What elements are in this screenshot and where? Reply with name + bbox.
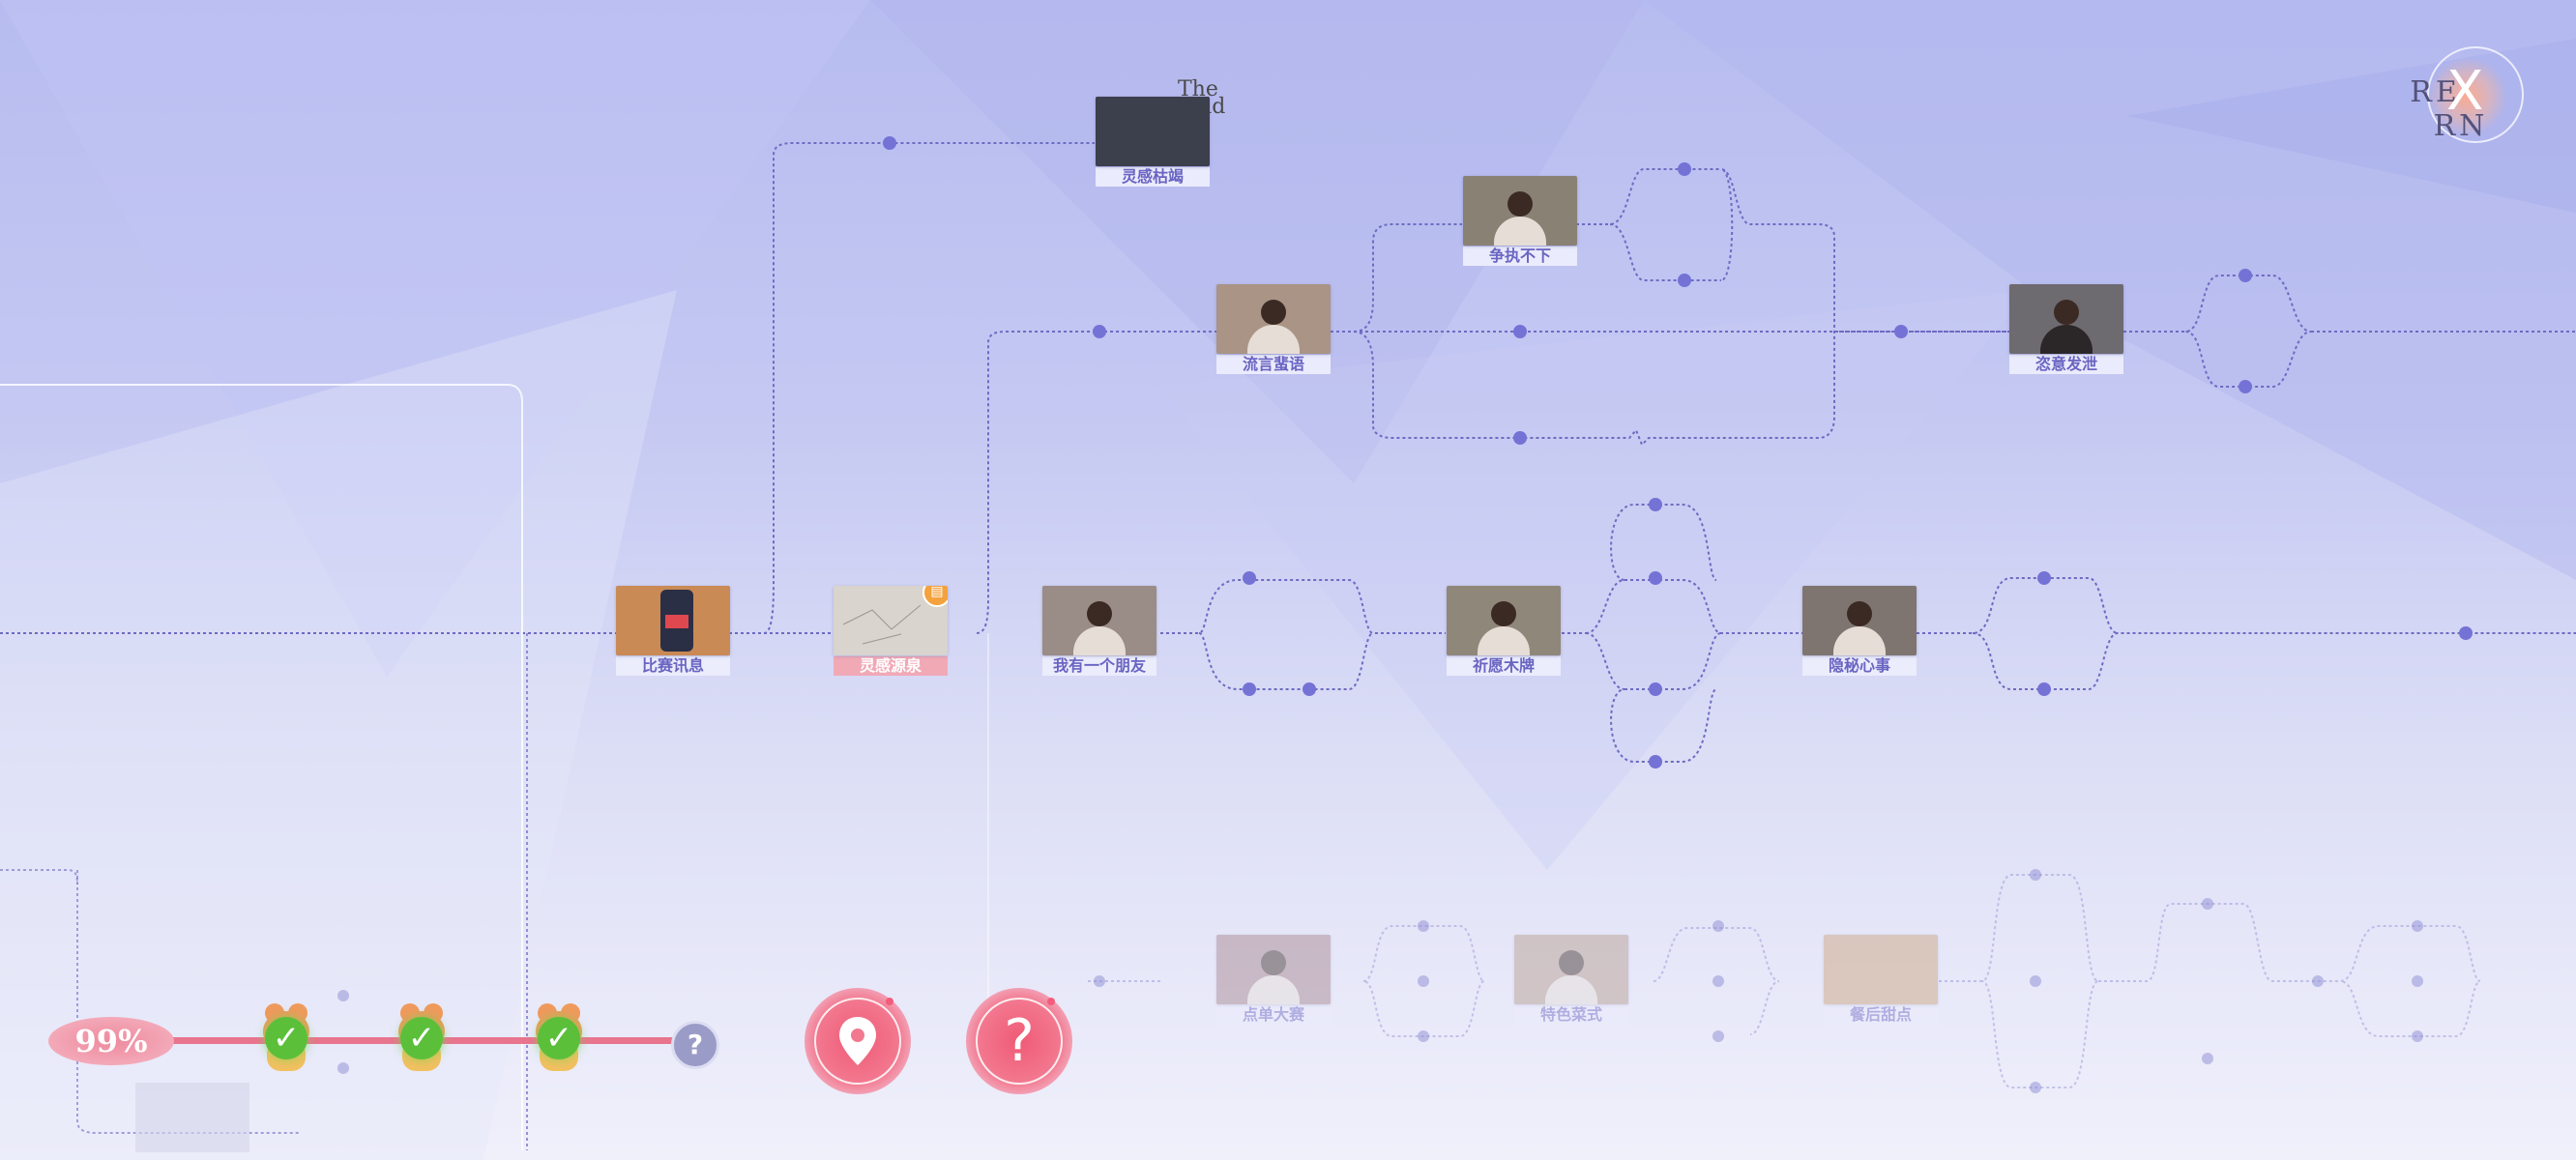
branch-dot xyxy=(1649,571,1662,585)
branch-dot xyxy=(1513,325,1527,338)
branch-dot xyxy=(1303,682,1316,696)
progress-bar: 99% ✓ ✓ ✓ ? xyxy=(48,1003,725,1075)
hint-button[interactable]: ? xyxy=(966,988,1072,1094)
branch-dot xyxy=(1093,325,1106,338)
branch-dot xyxy=(1513,431,1527,445)
story-node-yinmi-xinshi[interactable]: 隐秘心事 xyxy=(1802,586,1917,676)
node-thumbnail xyxy=(1824,935,1938,1004)
story-node-ziyi-faxie[interactable]: 恣意发泄 xyxy=(2009,284,2123,374)
story-node-tese-caishi[interactable]: 特色菜式 xyxy=(1514,935,1628,1025)
node-thumbnail xyxy=(1042,586,1156,655)
node-caption: 比赛讯息 xyxy=(616,656,730,676)
branch-dot xyxy=(1649,755,1662,768)
node-thumbnail xyxy=(1096,97,1210,166)
logo-ring xyxy=(2427,46,2524,143)
node-thumbnail xyxy=(1514,935,1628,1004)
locate-button[interactable] xyxy=(805,988,911,1094)
node-caption: 争执不下 xyxy=(1463,246,1577,266)
story-node-zhengzhi-buxia[interactable]: 争执不下 xyxy=(1463,176,1577,266)
story-node-bisaixunxi[interactable]: 比赛讯息 xyxy=(616,586,730,676)
logo-text-right: RN xyxy=(2433,109,2489,143)
node-thumbnail xyxy=(2009,284,2123,354)
checkpoint-bear-icon: ✓ xyxy=(530,1003,588,1075)
story-node-wo-you-yige-pengyou[interactable]: 我有一个朋友 xyxy=(1042,586,1156,676)
branch-dot xyxy=(2459,626,2473,640)
branch-dot xyxy=(1243,571,1256,585)
branch-dot xyxy=(1649,498,1662,511)
checkpoint-bear-icon: ✓ xyxy=(257,1003,315,1075)
branch-dot xyxy=(2037,682,2051,696)
node-caption: 恣意发泄 xyxy=(2009,355,2123,374)
location-pin-icon xyxy=(805,988,911,1094)
branch-dot xyxy=(2239,380,2252,393)
branch-dot xyxy=(1678,162,1691,176)
node-caption: 隐秘心事 xyxy=(1802,656,1917,676)
story-node-diandan-dasai[interactable]: 点单大赛 xyxy=(1216,935,1331,1025)
branch-dot xyxy=(883,136,896,150)
node-caption: 灵感枯竭 xyxy=(1096,167,1210,187)
ending-tag-line1: The xyxy=(1178,77,1218,102)
node-thumbnail xyxy=(1447,586,1561,655)
question-icon: ? xyxy=(1004,1007,1035,1075)
node-caption: 灵感源泉 xyxy=(834,656,948,676)
branch-dot xyxy=(2037,571,2051,585)
game-logo: RE RN X xyxy=(2388,43,2533,149)
node-thumbnail: ▤ xyxy=(834,586,948,655)
checkpoint-bear-icon: ✓ xyxy=(393,1003,451,1075)
story-node-qiyuan-mupai[interactable]: 祈愿木牌 xyxy=(1447,586,1561,676)
story-node-linggan-yuanquan[interactable]: ▤ 灵感源泉 xyxy=(834,586,948,676)
story-node-linggan-kujie[interactable]: 灵感枯竭 xyxy=(1096,97,1210,187)
node-thumbnail xyxy=(1802,586,1917,655)
faded-thumbnail xyxy=(135,1083,249,1152)
branch-dot xyxy=(1243,682,1256,696)
progress-percent: 99% xyxy=(48,1017,174,1065)
branch-dot xyxy=(1678,274,1691,287)
node-caption: 餐后甜点 xyxy=(1824,1005,1938,1025)
logo-text-left: RE xyxy=(2410,75,2461,109)
node-caption: 流言蜚语 xyxy=(1216,355,1331,374)
node-thumbnail xyxy=(1216,284,1331,354)
logo-mark: X xyxy=(2446,60,2484,123)
node-thumbnail xyxy=(1463,176,1577,246)
node-thumbnail xyxy=(1216,935,1331,1004)
locked-checkpoint-icon[interactable]: ? xyxy=(671,1021,719,1069)
story-node-liuyan-feiyu[interactable]: 流言蜚语 xyxy=(1216,284,1331,374)
current-chapter-badge: ▤ xyxy=(922,586,948,607)
branch-dot xyxy=(2239,269,2252,282)
story-node-canhou-tiandian[interactable]: 餐后甜点 xyxy=(1824,935,1938,1025)
node-caption: 我有一个朋友 xyxy=(1042,656,1156,676)
node-caption: 点单大赛 xyxy=(1216,1005,1331,1025)
branch-dot xyxy=(1649,682,1662,696)
node-caption: 特色菜式 xyxy=(1514,1005,1628,1025)
node-thumbnail xyxy=(616,586,730,655)
node-caption: 祈愿木牌 xyxy=(1447,656,1561,676)
branch-dot xyxy=(1894,325,1908,338)
